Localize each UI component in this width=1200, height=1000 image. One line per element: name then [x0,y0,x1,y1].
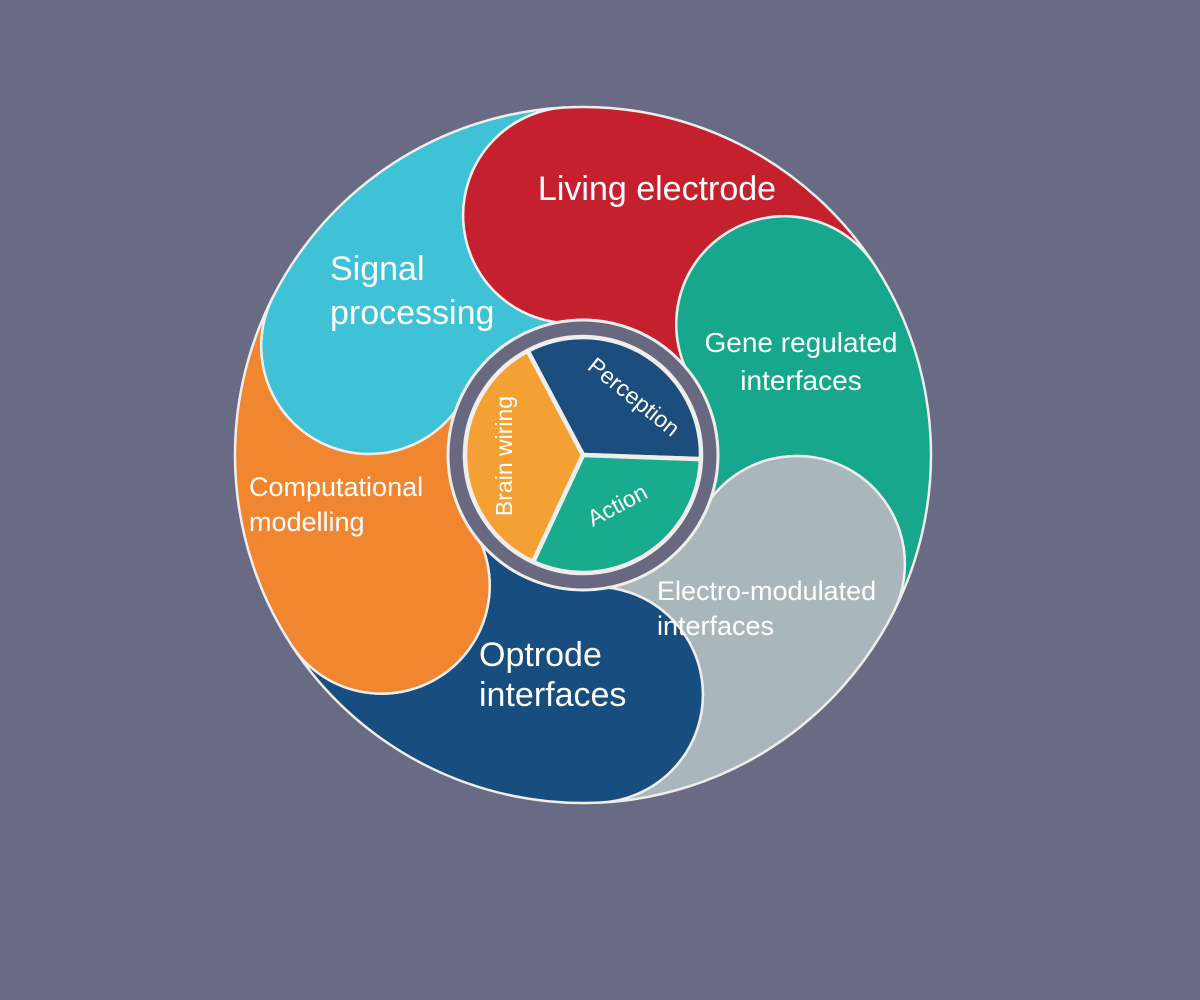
petal-computational-modelling [233,295,491,695]
petal-layer [233,105,933,805]
petal-label-computational-modelling: modelling [249,507,365,537]
petal-label-living-electrode: Living electrode [538,170,776,208]
hub-label-brain-wiring: Brain wiring [491,396,517,516]
petal-label-electro-modulated-interfaces: interfaces [657,611,774,641]
petal-label-gene-regulated-interfaces: Gene regulated [704,327,897,358]
hub-layer [446,318,720,592]
petal-label-gene-regulated-interfaces: interfaces [740,365,861,396]
petal-label-signal-processing: Signal [330,250,425,288]
petal-label-electro-modulated-interfaces: Electro-modulated [657,576,876,606]
petal-label-optrode-interfaces: Optrode [479,636,602,674]
hub-segment-brain-wiring [462,348,586,565]
petal-label-computational-modelling: Computational [249,472,423,502]
petal-label-signal-processing: processing [330,294,494,332]
hub-segment-action [530,452,704,576]
petal-label-optrode-interfaces: interfaces [479,676,626,714]
